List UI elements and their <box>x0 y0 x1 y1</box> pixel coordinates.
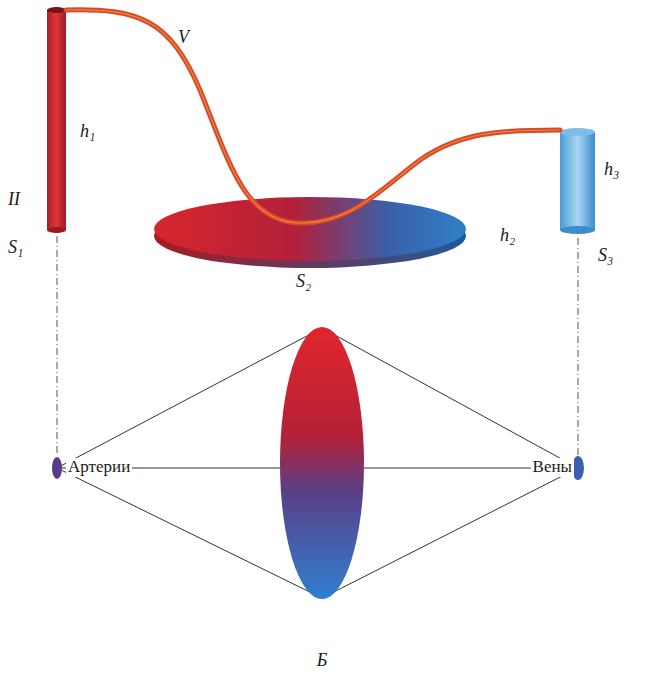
height-label: h₃ <box>604 160 619 180</box>
panel-letter: Б <box>317 651 328 671</box>
projection-line <box>578 238 579 455</box>
total-cross-section <box>280 327 364 599</box>
area-label: S₂ <box>296 272 311 292</box>
artery-label: Артерии <box>66 458 132 477</box>
area-label: S₁ <box>8 238 23 258</box>
curve-label: V <box>178 28 189 48</box>
artery-cylinder <box>47 7 66 233</box>
artery-section <box>52 457 62 479</box>
height-label: h₂ <box>500 226 515 246</box>
capillary-disk <box>154 197 466 268</box>
area-label: S₃ <box>598 246 613 266</box>
vein-cylinder <box>560 128 595 234</box>
vein-label: Вены <box>531 458 574 477</box>
cross-section-scheme <box>57 328 578 598</box>
pressure-label: II <box>8 190 20 210</box>
projection-line <box>57 236 58 455</box>
velocity-curve <box>66 10 560 223</box>
height-label: h₁ <box>80 122 95 142</box>
